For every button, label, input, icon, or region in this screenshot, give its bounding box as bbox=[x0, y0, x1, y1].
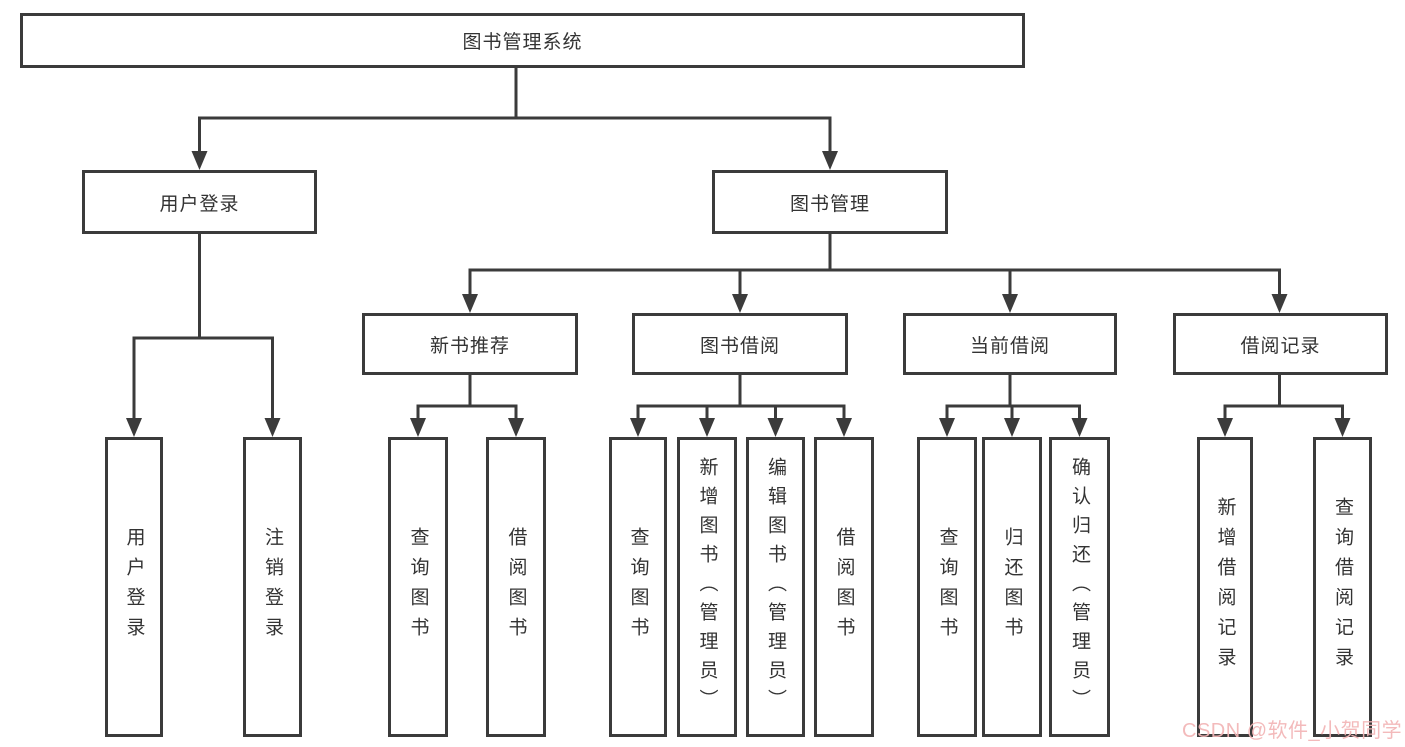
arrow-down-icon bbox=[630, 418, 646, 437]
arrow-down-icon bbox=[1217, 418, 1233, 437]
arrow-down-icon bbox=[1334, 418, 1351, 437]
arrow-down-icon bbox=[1071, 418, 1088, 437]
arrow-down-icon bbox=[836, 418, 852, 437]
node-book-management: 图书管理 bbox=[712, 170, 948, 234]
node-new-book-recommend-label: 新书推荐 bbox=[429, 335, 510, 357]
leaf-label: 注销登录 bbox=[262, 527, 283, 647]
node-leaf-add-borrow-record: 新增借阅记录 bbox=[1197, 437, 1253, 737]
node-leaf-query-book-1: 查询图书 bbox=[388, 437, 448, 737]
node-leaf-borrow-book-2: 借阅图书 bbox=[814, 437, 874, 737]
leaf-label: 用户登录 bbox=[123, 527, 145, 647]
node-current-borrow-label: 当前借阅 bbox=[969, 335, 1050, 357]
watermark: CSDN @软件_小贺同学 bbox=[1182, 720, 1403, 742]
node-leaf-logout: 注销登录 bbox=[243, 437, 302, 737]
node-leaf-query-book-3: 查询图书 bbox=[917, 437, 977, 737]
node-book-management-label: 图书管理 bbox=[789, 193, 870, 215]
node-root: 图书管理系统 bbox=[20, 13, 1025, 68]
node-leaf-query-book-2: 查询图书 bbox=[609, 437, 667, 737]
arrow-down-icon bbox=[822, 151, 838, 170]
node-book-borrow: 图书借阅 bbox=[632, 313, 848, 375]
arrow-down-icon bbox=[732, 294, 748, 313]
arrow-down-icon bbox=[191, 151, 208, 170]
node-new-book-recommend: 新书推荐 bbox=[362, 313, 578, 375]
leaf-label: 借阅图书 bbox=[833, 527, 855, 647]
node-user-login-label: 用户登录 bbox=[159, 193, 240, 215]
node-leaf-borrow-book-1: 借阅图书 bbox=[486, 437, 546, 737]
node-leaf-user-login: 用户登录 bbox=[105, 437, 163, 737]
arrow-down-icon bbox=[508, 418, 524, 437]
node-leaf-return-book: 归还图书 bbox=[982, 437, 1042, 737]
arrow-down-icon bbox=[1002, 294, 1018, 313]
leaf-label: 查询借阅记录 bbox=[1332, 497, 1353, 677]
leaf-label: 归还图书 bbox=[1001, 527, 1023, 647]
node-borrow-record: 借阅记录 bbox=[1173, 313, 1388, 375]
leaf-label: 确认归还（管理员） bbox=[1069, 456, 1090, 718]
arrowheads bbox=[126, 151, 1351, 437]
arrow-down-icon bbox=[699, 418, 715, 437]
arrow-down-icon bbox=[1271, 294, 1288, 313]
arrow-down-icon bbox=[410, 418, 426, 437]
leaf-label: 查询图书 bbox=[407, 527, 429, 647]
node-leaf-add-book-admin: 新增图书（管理员） bbox=[677, 437, 737, 737]
leaf-label: 新增借阅记录 bbox=[1214, 497, 1236, 677]
node-borrow-record-label: 借阅记录 bbox=[1240, 335, 1321, 357]
leaf-label: 新增图书（管理员） bbox=[696, 456, 718, 718]
node-root-label: 图书管理系统 bbox=[462, 32, 583, 53]
node-leaf-edit-book-admin: 编辑图书（管理员） bbox=[746, 437, 805, 737]
leaf-label: 查询图书 bbox=[936, 527, 958, 647]
node-current-borrow: 当前借阅 bbox=[903, 313, 1117, 375]
node-leaf-query-borrow-record: 查询借阅记录 bbox=[1313, 437, 1372, 737]
arrow-down-icon bbox=[939, 418, 955, 437]
arrow-down-icon bbox=[264, 418, 281, 437]
leaf-label: 查询图书 bbox=[627, 527, 649, 647]
leaf-label: 编辑图书（管理员） bbox=[765, 456, 786, 718]
arrow-down-icon bbox=[126, 418, 142, 437]
leaf-label: 借阅图书 bbox=[505, 527, 527, 647]
arrow-down-icon bbox=[767, 418, 784, 437]
node-book-borrow-label: 图书借阅 bbox=[699, 335, 780, 357]
arrow-down-icon bbox=[1004, 418, 1020, 437]
node-leaf-confirm-return-admin: 确认归还（管理员） bbox=[1049, 437, 1110, 737]
node-user-login: 用户登录 bbox=[82, 170, 317, 234]
connector-path bbox=[132, 66, 1344, 421]
arrow-down-icon bbox=[462, 294, 478, 313]
